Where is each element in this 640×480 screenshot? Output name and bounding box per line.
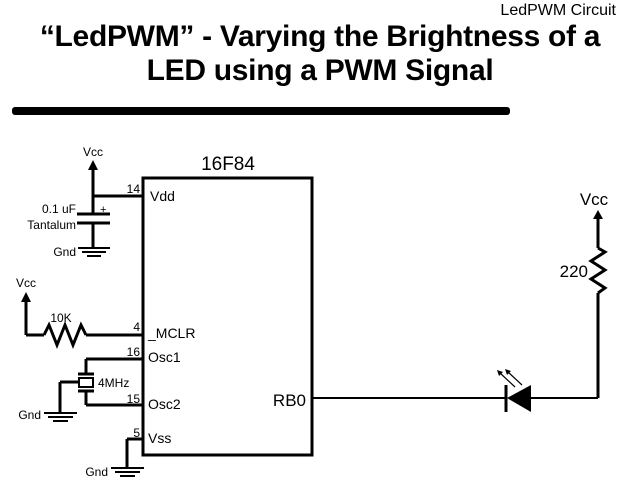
- pin-number-14: 14: [127, 182, 141, 196]
- light-emission-icon: [497, 369, 523, 388]
- capacitor-type: Tantalum: [27, 218, 76, 232]
- chip-body: [141, 176, 314, 457]
- capacitor-value: 0.1 uF: [42, 202, 76, 216]
- ground-capacitor: Gnd: [53, 245, 110, 259]
- slide-subtitle: LedPWM Circuit: [500, 2, 616, 19]
- pin-label-vss: Vss: [148, 430, 171, 446]
- gnd-label-cap: Gnd: [53, 245, 76, 259]
- capacitor-polarity: +: [100, 204, 106, 216]
- led-circuit: Vcc 220: [312, 190, 609, 412]
- vss-ground: Gnd: [85, 437, 144, 479]
- pin-number-15: 15: [127, 392, 141, 406]
- crystal-icon: [78, 377, 94, 388]
- resistor-10k-icon: [42, 320, 88, 350]
- vcc-label-led: Vcc: [580, 190, 609, 209]
- pin-label-vdd: Vdd: [150, 188, 175, 204]
- led-icon: [507, 385, 531, 412]
- mclr-pullup: Vcc 10K: [16, 276, 143, 350]
- pin-number-5: 5: [133, 426, 140, 440]
- vcc-label-top: Vcc: [83, 145, 103, 159]
- resistor-220-icon: [588, 246, 608, 295]
- crystal-frequency: 4MHz: [98, 376, 129, 390]
- chip-name: 16F84: [201, 154, 255, 175]
- pin-label-mclr: _MCLR: [147, 325, 195, 341]
- title-line-1: “LedPWM” - Varying the Brightness of a: [39, 20, 601, 53]
- resistor-10k-label: 10K: [50, 311, 71, 325]
- pin-label-osc2: Osc2: [148, 396, 181, 412]
- vdd-supply: Vcc: [83, 145, 143, 213]
- pin-number-16: 16: [127, 345, 141, 359]
- resistor-220-label: 220: [560, 262, 588, 281]
- vcc-arrow-icon: [593, 210, 603, 219]
- pin-label-osc1: Osc1: [148, 349, 181, 365]
- pin-number-4: 4: [133, 320, 140, 334]
- title-divider: [12, 107, 510, 115]
- capacitor: + 0.1 uF Tantalum: [27, 202, 110, 247]
- gnd-label-crystal: Gnd: [18, 408, 41, 422]
- vcc-label-mclr: Vcc: [16, 276, 36, 290]
- gnd-label-vss: Gnd: [85, 465, 108, 479]
- crystal-oscillator: 4MHz Gnd: [18, 357, 143, 422]
- vcc-arrow-icon: [88, 160, 98, 170]
- pin-label-rb0: RB0: [273, 391, 306, 410]
- vcc-arrow-icon: [21, 292, 31, 302]
- slide-title: “LedPWM” - Varying the Brightness of a L…: [0, 20, 640, 88]
- title-line-2: LED using a PWM Signal: [146, 54, 494, 87]
